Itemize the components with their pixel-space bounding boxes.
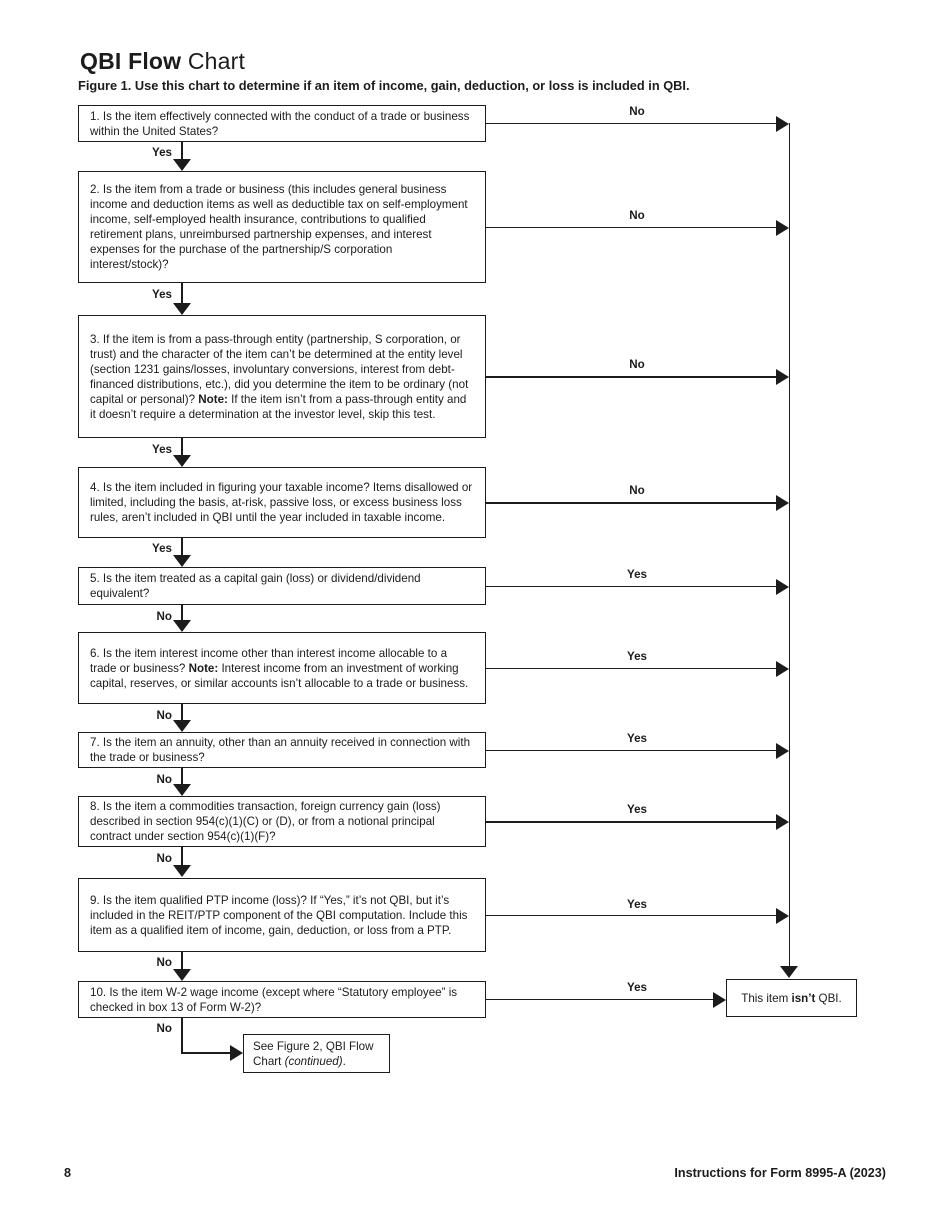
arrow-down-4-head [173, 555, 191, 567]
arrow-down-1-line [181, 142, 183, 160]
branch-label-right-2: No [629, 209, 645, 222]
flow-box-6: 6. Is the item interest income other tha… [78, 632, 486, 704]
flow-box-3-text: 3. If the item is from a pass-through en… [90, 332, 469, 421]
branch-label-right-6: Yes [627, 650, 647, 663]
arrow-right-10-line [486, 998, 713, 1001]
arrow-figure2-hline [181, 1052, 230, 1054]
terminal-figure2-box: See Figure 2, QBI Flow Chart (continued)… [243, 1034, 390, 1073]
branch-label-down-3: Yes [152, 443, 172, 456]
arrow-right-6-head [776, 660, 789, 677]
page-title: QBI Flow Chart [80, 48, 245, 75]
branch-label-right-7: Yes [627, 732, 647, 745]
figure-caption: Figure 1. Use this chart to determine if… [78, 78, 690, 93]
branch-label-right-9: Yes [627, 898, 647, 911]
arrow-down-8-head [173, 865, 191, 877]
arrow-down-8-line [181, 847, 183, 866]
branch-label-right-1: No [629, 105, 645, 118]
arrow-right-7-head [776, 742, 789, 759]
page-title-regular: Chart [187, 48, 246, 74]
flow-box-9-text: 9. Is the item qualified PTP income (los… [90, 893, 468, 937]
flow-box-2-text: 2. Is the item from a trade or business … [90, 183, 468, 271]
flow-box-5-text: 5. Is the item treated as a capital gain… [90, 572, 421, 600]
branch-label-down-8: No [156, 852, 172, 865]
flow-box-1-text: 1. Is the item effectively connected wit… [90, 109, 470, 138]
arrow-right-1-line [486, 122, 776, 125]
collector-arrow-head [780, 966, 798, 978]
branch-label-down-4: Yes [152, 542, 172, 555]
arrow-down-5-line [181, 605, 183, 621]
collector-line [788, 123, 791, 967]
branch-label-down-6: No [156, 709, 172, 722]
branch-label-down-1: Yes [152, 146, 172, 159]
branch-label-down-5: No [156, 610, 172, 623]
arrow-right-6-line [486, 667, 776, 670]
flow-box-10: 10. Is the item W-2 wage income (except … [78, 981, 486, 1018]
branch-label-down-9: No [156, 956, 172, 969]
arrow-right-2-line [486, 226, 776, 229]
page-footer: 8 Instructions for Form 8995-A (2023) [64, 1166, 886, 1180]
flow-box-9: 9. Is the item qualified PTP income (los… [78, 878, 486, 952]
arrow-down-9-line [181, 952, 183, 970]
flow-box-8-text: 8. Is the item a commodities transaction… [90, 800, 441, 843]
flow-box-7: 7. Is the item an annuity, other than an… [78, 732, 486, 768]
arrow-figure2-head [230, 1045, 243, 1061]
arrow-right-3-line [486, 376, 776, 378]
flow-box-6-text: 6. Is the item interest income other tha… [90, 646, 469, 690]
arrow-down-2-head [173, 303, 191, 315]
arrow-down-7-head [173, 784, 191, 796]
arrow-right-10-head [713, 991, 726, 1008]
arrow-down-1-head [173, 159, 191, 171]
arrow-down-6-line [181, 704, 183, 721]
branch-label-down-10: No [156, 1022, 172, 1035]
arrow-right-2-head [776, 219, 789, 236]
flow-box-8: 8. Is the item a commodities transaction… [78, 796, 486, 847]
arrow-right-9-head [776, 907, 789, 924]
arrow-down-6-head [173, 720, 191, 732]
branch-label-down-2: Yes [152, 288, 172, 301]
branch-label-right-5: Yes [627, 568, 647, 581]
arrow-right-9-line [486, 914, 776, 917]
terminal-figure2-text: See Figure 2, QBI Flow Chart (continued)… [253, 1039, 374, 1068]
arrow-right-8-line [486, 821, 776, 823]
flow-box-5: 5. Is the item treated as a capital gain… [78, 567, 486, 605]
branch-label-down-7: No [156, 773, 172, 786]
flow-box-2: 2. Is the item from a trade or business … [78, 171, 486, 283]
footer-doc-title: Instructions for Form 8995-A (2023) [674, 1166, 886, 1180]
arrow-right-3-head [776, 369, 789, 385]
flow-box-3: 3. If the item is from a pass-through en… [78, 315, 486, 438]
page-title-bold: QBI Flow [80, 48, 182, 74]
arrow-down-9-head [173, 969, 191, 981]
arrow-right-5-line [486, 585, 776, 588]
arrow-right-4-head [776, 495, 789, 511]
arrow-right-8-head [776, 814, 789, 830]
arrow-down-5-head [173, 620, 191, 632]
branch-label-right-8: Yes [627, 803, 647, 816]
arrow-right-7-line [486, 749, 776, 752]
terminal-not-qbi-text: This item isn’t QBI. [741, 991, 842, 1005]
page-number: 8 [64, 1166, 72, 1180]
arrow-down-3-head [173, 455, 191, 467]
arrow-right-5-head [776, 578, 789, 595]
flow-box-10-text: 10. Is the item W-2 wage income (except … [90, 985, 458, 1014]
arrow-down-7-line [181, 768, 183, 785]
flow-box-4-text: 4. Is the item included in figuring your… [90, 481, 473, 524]
arrow-right-1-head [776, 115, 789, 132]
arrow-figure2-vline [181, 1018, 183, 1054]
arrow-down-3-line [181, 438, 183, 456]
flow-box-1: 1. Is the item effectively connected wit… [78, 105, 486, 142]
branch-label-right-10: Yes [627, 981, 647, 994]
branch-label-right-3: No [629, 358, 645, 371]
terminal-not-qbi-box: This item isn’t QBI. [726, 979, 857, 1017]
arrow-down-2-line [181, 283, 183, 304]
flow-box-7-text: 7. Is the item an annuity, other than an… [90, 736, 471, 764]
arrow-right-4-line [486, 502, 776, 504]
branch-label-right-4: No [629, 484, 645, 497]
flow-box-4: 4. Is the item included in figuring your… [78, 467, 486, 538]
arrow-down-4-line [181, 538, 183, 556]
